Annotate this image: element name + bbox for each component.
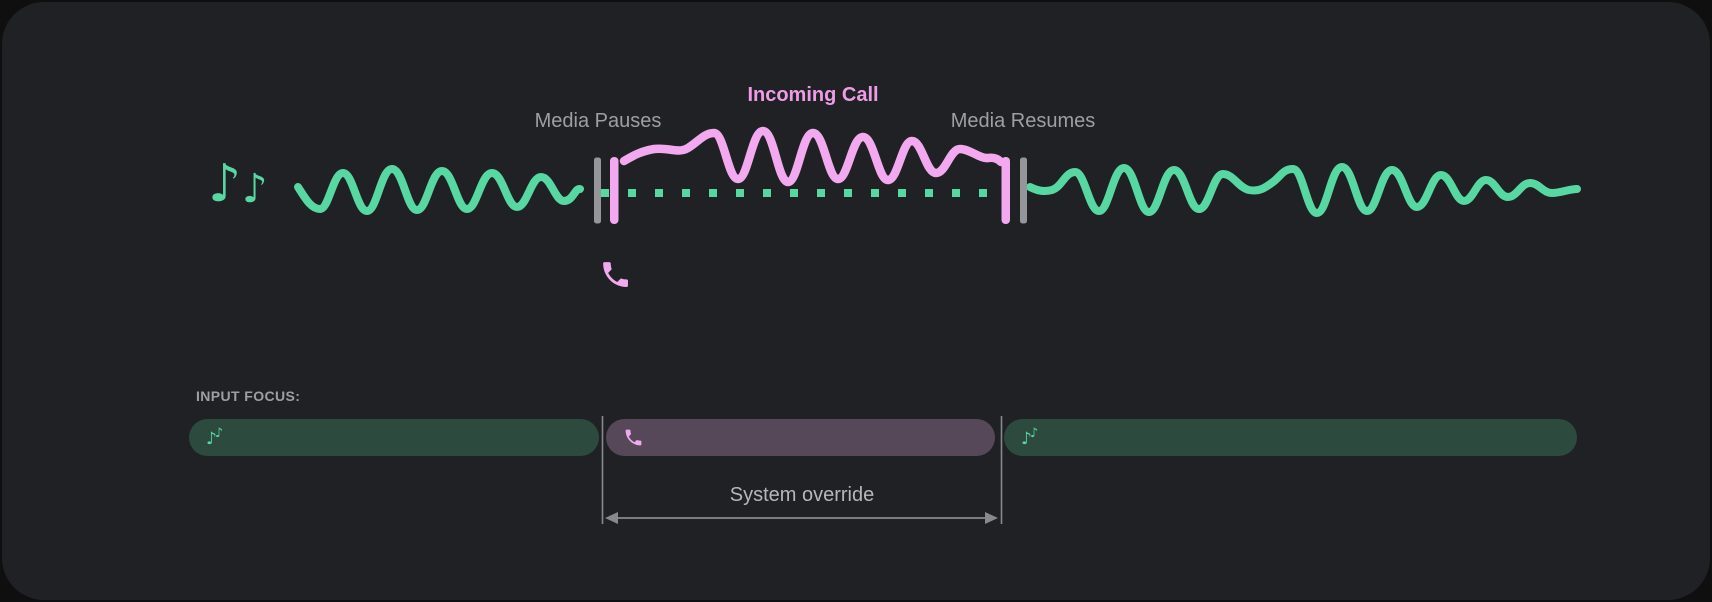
pause-marker-pink — [610, 157, 619, 224]
media-resumes-label: Media Resumes — [950, 110, 1096, 132]
resume-marker-gray — [1020, 157, 1027, 224]
music-note-glyph: ♪ — [242, 166, 268, 212]
system-override-label: System override — [729, 484, 875, 506]
music-note-glyph: ♪ — [1021, 428, 1032, 449]
music-note-glyph: ♪ — [1029, 425, 1039, 441]
incoming-call-wave — [619, 126, 1006, 187]
input-focus-heading: INPUT FOCUS: — [196, 388, 301, 404]
pause-marker-gray — [594, 157, 601, 224]
music-notes-icon: ♪♪ — [1021, 425, 1040, 449]
music-note-glyph: ♪ — [206, 428, 217, 449]
focus-bar-media-after: ♪♪ — [1004, 419, 1577, 456]
phone-icon — [625, 429, 642, 446]
focus-bar-call-override — [606, 419, 995, 456]
media-wave-before — [294, 165, 584, 215]
focus-bar-media-before: ♪♪ — [189, 419, 599, 456]
music-note-glyph: ♪ — [214, 425, 224, 441]
incoming-call-label: Incoming Call — [747, 84, 879, 106]
media-pauses-label: Media Pauses — [534, 110, 662, 132]
media-wave-after — [1026, 163, 1581, 217]
override-arrow — [605, 512, 998, 524]
music-notes-icon: ♪♪ — [206, 425, 225, 449]
resume-marker-pink — [1001, 157, 1010, 224]
music-note-glyph: ♪ — [208, 154, 242, 214]
phone-icon — [603, 262, 628, 287]
